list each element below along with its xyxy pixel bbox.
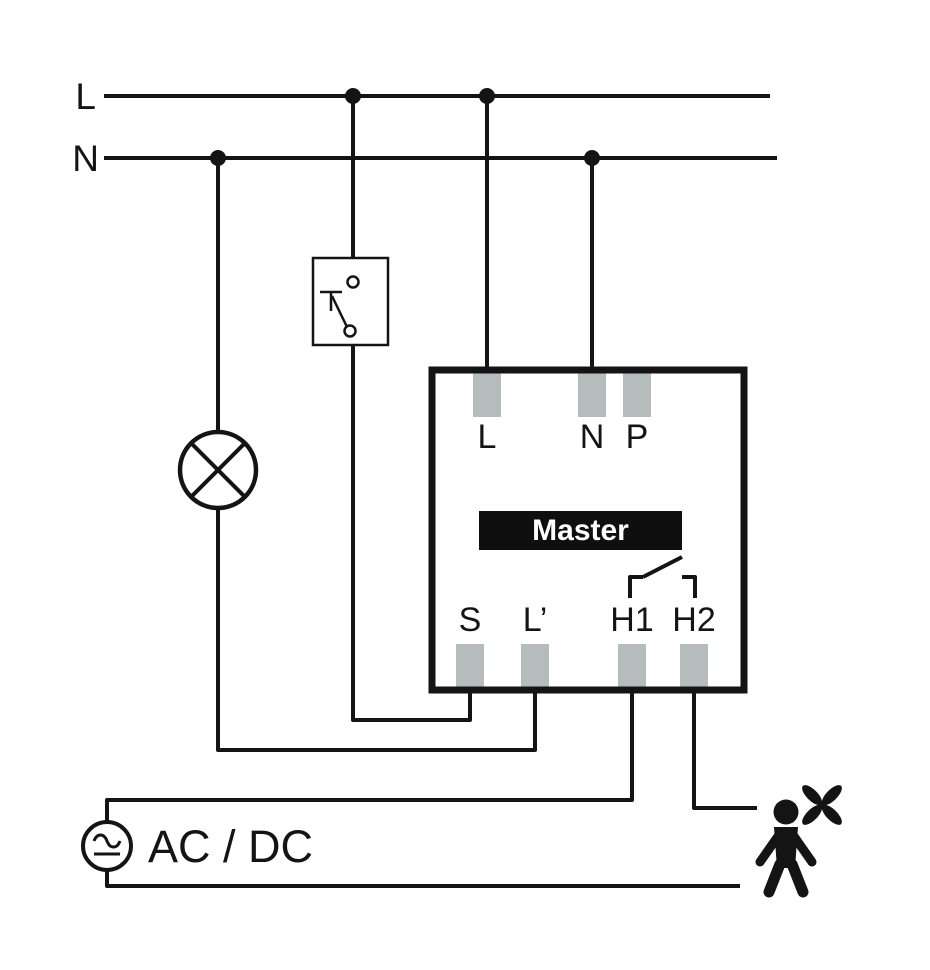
switch-contact-top	[346, 275, 360, 289]
master-badge-label: Master	[532, 514, 629, 547]
person-icon	[755, 799, 817, 898]
terminal-label-h1: H1	[610, 601, 653, 639]
person-arm-right	[786, 827, 817, 867]
terminal-pad-s	[456, 644, 484, 690]
lamp-cross-2	[189, 441, 247, 499]
wire-h2-to-load	[692, 692, 757, 810]
bus-neutral-label: N	[72, 138, 99, 179]
bus-line-label: L	[75, 76, 96, 117]
person-leg-left	[763, 858, 786, 898]
ac-dc-source-icon	[81, 820, 133, 872]
source-circle	[81, 820, 133, 872]
relay-contact-right	[682, 575, 697, 598]
terminal-pad-n	[578, 371, 606, 417]
terminal-label-n: N	[580, 418, 605, 456]
wire-switch-to-terminal-s	[351, 345, 472, 722]
terminal-label-p: P	[626, 418, 649, 456]
terminal-label-h2: H2	[672, 601, 715, 639]
fan-icon	[802, 785, 842, 825]
fan-hub	[818, 801, 826, 809]
source-sine	[92, 833, 122, 849]
wire-source-return	[105, 870, 740, 888]
lamp-icon	[177, 429, 259, 511]
switch-contact-bottom	[343, 324, 357, 338]
relay-contact-lever	[642, 555, 683, 579]
relay-contact-icon	[628, 555, 697, 598]
terminal-pad-h2	[680, 644, 708, 690]
relay-contact-left	[628, 575, 643, 598]
terminal-pad-h1	[618, 644, 646, 690]
person-head	[773, 799, 799, 825]
push-button-switch-icon	[311, 256, 390, 347]
person-leg-right	[786, 858, 809, 898]
wire-lamp-to-terminal-lprime	[216, 508, 537, 752]
terminal-label-lprime: L’	[523, 601, 548, 639]
wire-h1-to-source	[105, 692, 634, 823]
terminal-pad-p	[623, 371, 651, 417]
switch-lever	[330, 295, 349, 328]
terminal-label-l: L	[478, 418, 497, 456]
terminal-pad-l	[473, 371, 501, 417]
master-badge	[479, 511, 682, 550]
terminal-pad-lprime	[521, 644, 549, 690]
person-arm-left	[755, 827, 786, 867]
terminal-label-s: S	[459, 601, 482, 639]
master-device-box	[428, 366, 748, 694]
source-label: AC / DC	[148, 821, 313, 872]
master-device: L N P Master S L’ H1 H2	[428, 366, 748, 694]
